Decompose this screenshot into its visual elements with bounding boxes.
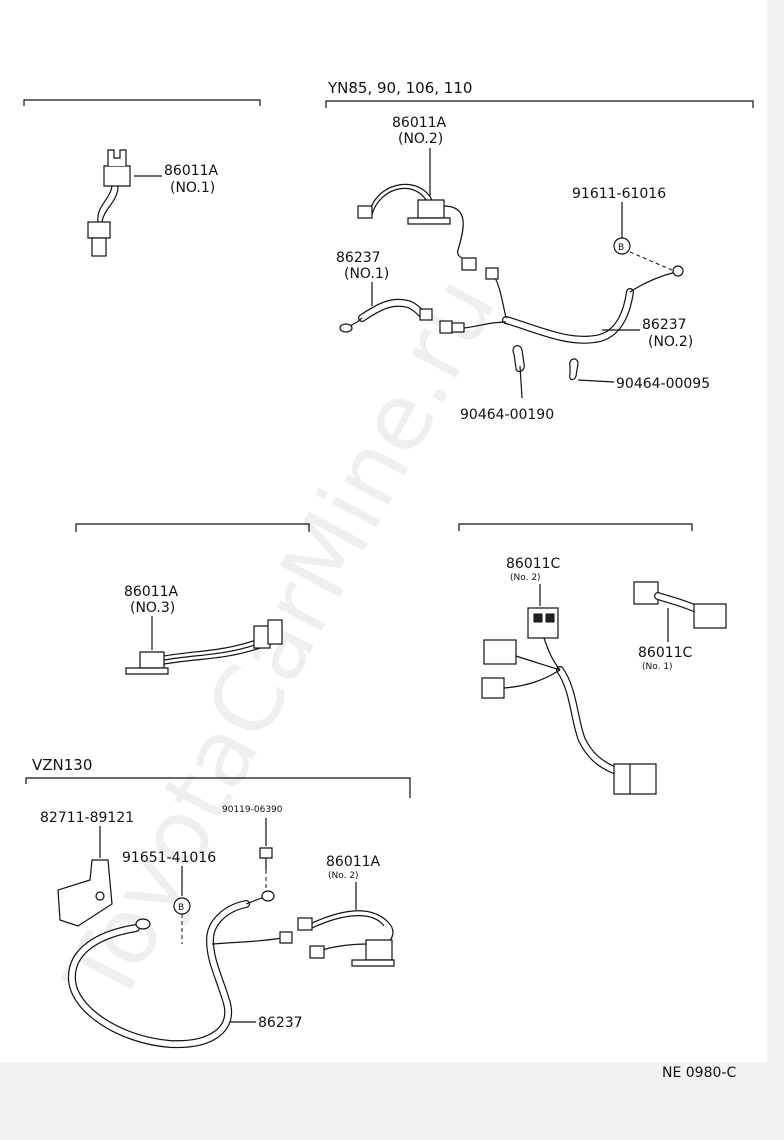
part-number: 86011A (326, 854, 381, 870)
part-number: 91651-41016 (122, 850, 216, 866)
terminal-cavity (533, 613, 543, 623)
part-number: 86011A (392, 115, 447, 131)
relay-body (139, 651, 165, 669)
connector (309, 945, 325, 959)
section-mid-left: 86011A (NO.3) (75, 523, 310, 675)
part-number: 86237 (258, 1015, 303, 1031)
connector (279, 931, 293, 944)
connector (419, 308, 433, 321)
part-number: 82711-89121 (40, 810, 134, 826)
part-note: (NO.1) (344, 266, 389, 282)
ring-terminal (339, 323, 353, 333)
part-number: 86011C (638, 645, 693, 661)
part-note: (NO.1) (170, 180, 215, 196)
part-number: 86237 (642, 317, 687, 333)
bracket-plate (57, 859, 113, 927)
ring-terminal (135, 918, 151, 930)
connector-plug (91, 237, 107, 257)
connector (693, 603, 727, 629)
bolt-marker-letter: B (178, 903, 184, 913)
section-bracket (25, 777, 411, 798)
relay-bracket (125, 667, 169, 675)
diagram-code: NE 0980-C (662, 1065, 736, 1081)
relay-body (103, 165, 131, 187)
connector (451, 322, 465, 333)
connector (633, 581, 659, 605)
section-bracket (325, 100, 754, 108)
connector (87, 221, 111, 239)
part-note: (No. 1) (642, 662, 673, 672)
section-title: VZN130 (32, 756, 92, 774)
section-top-right: YN85, 90, 106, 110 86011A (NO.2) B 91611… (325, 79, 754, 423)
relay-bracket (407, 217, 451, 225)
bolt-hole (95, 891, 105, 901)
part-number: 86237 (336, 250, 381, 266)
part-note: (NO.2) (398, 131, 443, 147)
section-bottom: VZN130 82711-89121 90119-06390 91651-410… (25, 756, 411, 1049)
section-title: YN85, 90, 106, 110 (327, 79, 472, 97)
connector (481, 677, 505, 699)
connector (439, 320, 453, 334)
part-note: (NO.2) (648, 334, 693, 350)
part-number: 91611-61016 (572, 186, 666, 202)
ring-terminal (261, 890, 275, 902)
relay-body (365, 939, 393, 961)
connector (613, 763, 657, 795)
connector-plug (267, 619, 283, 645)
connector (483, 639, 517, 665)
section-bracket (23, 99, 261, 106)
part-number: 90464-00190 (460, 407, 554, 423)
section-bracket (458, 523, 693, 531)
section-bracket (75, 523, 310, 532)
connector (357, 205, 373, 219)
part-number: 86011A (124, 584, 179, 600)
relay-body (417, 199, 445, 219)
part-note: (No. 2) (510, 573, 541, 583)
section-top-left: 86011A (NO.1) (23, 99, 261, 257)
bolt-marker-letter: B (618, 243, 624, 253)
relay-bracket (351, 959, 395, 967)
ring-terminal (672, 265, 684, 277)
part-number: 86011A (164, 163, 219, 179)
terminal-cavity (545, 613, 555, 623)
part-number: 86011C (506, 556, 561, 572)
wire-clip (569, 358, 579, 381)
wire-clip (512, 345, 525, 373)
part-number: 90119-06390 (222, 805, 283, 815)
relay-connector (527, 607, 559, 639)
section-mid-right: 86011C (No. 2) 86011C (No. 1) (458, 523, 727, 795)
relay-bracket (107, 149, 127, 166)
part-note: (NO.3) (130, 600, 175, 616)
part-note: (No. 2) (328, 871, 359, 881)
bolt-head (259, 847, 273, 859)
connector (297, 917, 313, 931)
connector (485, 267, 499, 280)
connector (461, 257, 477, 271)
part-number: 90464-00095 (616, 376, 710, 392)
